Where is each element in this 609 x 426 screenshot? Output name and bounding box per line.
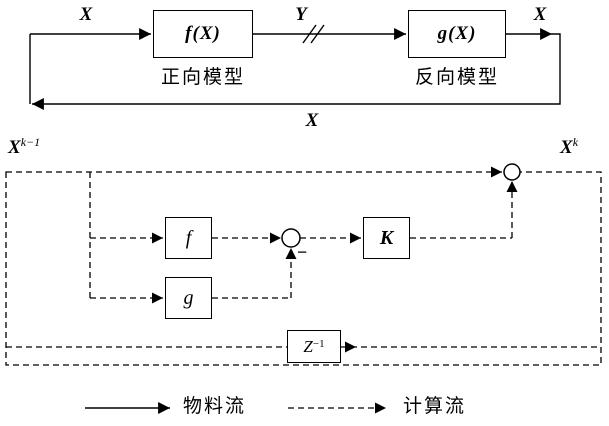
prev-state-sup: k−1 [20, 135, 41, 149]
next-state-sup: k [572, 135, 579, 149]
legend-dashed-label: 计算流 [403, 396, 467, 417]
forward-model-box: f(X) [153, 10, 253, 58]
delay-sup: −1 [312, 337, 325, 350]
break-slash-2 [310, 24, 325, 44]
prev-state-base: X [8, 137, 21, 158]
feedback-x-label: X [305, 110, 319, 131]
break-slash-1 [302, 24, 317, 44]
dashed-wires [5, 171, 602, 414]
iteration-boundary-box [5, 171, 602, 366]
output-x-label: X [533, 4, 547, 25]
gain-block: K [363, 217, 410, 259]
inverse-model-caption: 反向模型 [414, 67, 499, 88]
sum-junction-update [503, 163, 521, 181]
g-block-label: g [183, 286, 194, 309]
delay-block: Z−1 [287, 330, 341, 363]
forward-model-label: f(X) [185, 23, 221, 44]
gain-block-label: K [379, 226, 394, 249]
f-block-label: f [185, 226, 192, 249]
inverse-model-label: g(X) [437, 23, 477, 44]
forward-model-caption: 正向模型 [160, 67, 245, 88]
legend-solid-label: 物料流 [183, 396, 247, 417]
solid-wires [29, 24, 561, 414]
next-state-base: X [560, 137, 573, 158]
signal-y-label: Y [295, 4, 307, 25]
f-block: f [165, 217, 212, 259]
extra-arrowheads [344, 166, 502, 353]
delay-base: Z [303, 336, 313, 356]
input-x-label: X [79, 4, 93, 25]
inverse-model-box: g(X) [408, 10, 506, 58]
next-state-label: Xk [560, 136, 578, 157]
prev-state-label: Xk−1 [8, 136, 40, 157]
minus-sign: − [297, 242, 308, 262]
sum-junction-error [281, 228, 301, 248]
g-block: g [165, 277, 212, 319]
delay-block-label: Z−1 [303, 337, 324, 357]
